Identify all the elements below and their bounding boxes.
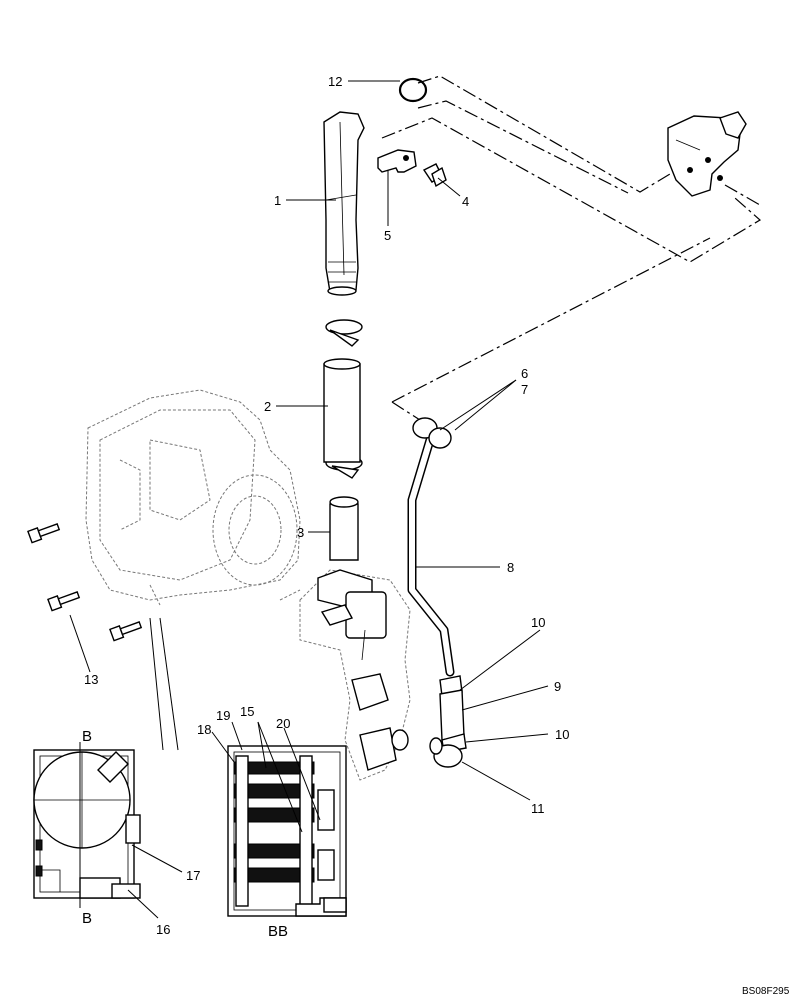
callout-5: 5: [384, 228, 391, 243]
callout-17: 17: [186, 868, 200, 883]
part-5-bracket: [377, 149, 417, 173]
callout-8: 8: [507, 560, 514, 575]
leader-lines: [69, 80, 549, 919]
callout-numbers: 12 1 4 5 6 7 2 3 8 10 9 10 11 13 18 19 1…: [84, 74, 569, 937]
callout-16: 16: [156, 922, 170, 937]
hose-clamp-upper: [325, 319, 363, 347]
callout-13: 13: [84, 672, 98, 687]
callout-3: 3: [297, 525, 304, 540]
callout-10-upper: 10: [531, 615, 545, 630]
callout-20: 20: [276, 716, 290, 731]
valve-block-fittings: [317, 569, 409, 771]
transmission-housing-ghost: [85, 389, 301, 606]
part-12-o-ring: [398, 77, 428, 103]
callout-1: 1: [274, 193, 281, 208]
callout-11: 11: [531, 801, 545, 816]
part-1-elbow-hose: [323, 111, 365, 296]
section-label-b-bottom: B: [82, 910, 92, 927]
section-labels: B B BB: [82, 728, 288, 940]
part-3-tube: [329, 496, 359, 561]
callout-7: 7: [521, 382, 528, 397]
callout-12: 12: [328, 74, 342, 89]
part-2-straight-hose: [323, 358, 361, 463]
part-11-elbow-fitting: [429, 737, 463, 768]
figure-code: BS08F295: [742, 986, 790, 997]
callout-15: 15: [240, 704, 254, 719]
section-b-view: [33, 742, 141, 908]
upper-right-fitting: [667, 111, 747, 197]
part-4-bolt: [422, 163, 447, 188]
callout-9: 9: [554, 679, 561, 694]
part-6-7-fitting: [412, 417, 452, 449]
section-label-b-top: B: [82, 728, 92, 745]
callout-18: 18: [197, 722, 211, 737]
section-bb-view: [227, 745, 347, 917]
callout-10-lower: 10: [555, 727, 569, 742]
callout-19: 19: [216, 708, 230, 723]
part-13-bolts: [27, 523, 143, 642]
callout-6: 6: [521, 366, 528, 381]
phantom-routing-lines: [381, 75, 762, 421]
part-9-hose: [439, 689, 465, 741]
section-label-bb: BB: [268, 923, 288, 940]
callout-2: 2: [264, 399, 271, 414]
callout-4: 4: [462, 194, 469, 209]
part-8-steel-line: [407, 435, 455, 677]
